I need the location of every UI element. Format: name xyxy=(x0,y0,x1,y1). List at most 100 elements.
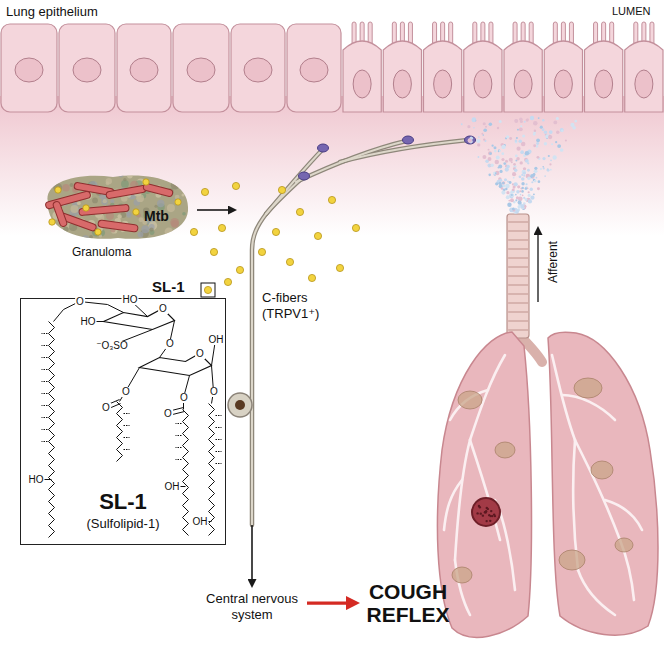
sulfolipid-molecule xyxy=(143,179,149,185)
cough-droplet xyxy=(522,194,524,196)
cough-droplet xyxy=(522,170,526,174)
sulfolipid-molecule xyxy=(286,258,293,265)
bronchial-tree xyxy=(605,500,642,530)
cough-droplet xyxy=(548,135,552,139)
cough-droplet xyxy=(540,126,543,129)
cough-droplet xyxy=(525,186,528,189)
tracheal-ring xyxy=(508,302,528,303)
cough-droplet xyxy=(574,120,577,123)
lipid-chain xyxy=(183,410,189,536)
methyl-branch xyxy=(42,345,48,346)
molecule-label: SL-1 xyxy=(152,279,185,296)
cough-droplet xyxy=(520,125,522,127)
sulfolipid-molecule xyxy=(336,264,343,271)
node-subtitle: (Sulfolipid-1) xyxy=(87,516,160,532)
granuloma-texture xyxy=(165,227,174,236)
granuloma-texture xyxy=(189,216,192,219)
granuloma-texture xyxy=(126,211,130,215)
cough-droplet xyxy=(540,168,542,170)
lung-lesion xyxy=(574,378,602,398)
lung-lobe xyxy=(437,332,531,637)
cough-droplet xyxy=(520,150,524,154)
cough-droplet xyxy=(533,121,538,126)
cough-droplet xyxy=(533,133,536,136)
cough-droplet xyxy=(506,191,509,194)
bronchial-tree xyxy=(450,390,488,420)
cough-droplet xyxy=(512,172,516,176)
cough-droplet xyxy=(517,209,519,211)
cough-droplet xyxy=(533,144,536,147)
structure-inset: SL-1 (Sulfolipid-1) xyxy=(20,298,226,545)
cough-droplet xyxy=(502,181,506,185)
cough-droplet xyxy=(518,139,522,143)
lungs xyxy=(437,214,658,637)
cough-droplet xyxy=(508,200,510,202)
nerve-fiber xyxy=(266,150,322,214)
cough-droplet xyxy=(522,187,524,189)
cough-droplet xyxy=(505,160,508,163)
granuloma-texture xyxy=(118,172,123,177)
cough-droplet xyxy=(510,191,513,194)
methyl-branch xyxy=(124,437,130,438)
cough-droplet xyxy=(503,162,506,165)
cough-droplet xyxy=(510,198,514,202)
cough-droplet xyxy=(516,196,519,199)
lung-lesion xyxy=(452,567,472,583)
atom-label: O xyxy=(165,339,175,349)
chemical-bond xyxy=(160,321,175,358)
node-title: COUGH REFLEX xyxy=(360,580,456,626)
cough-droplet xyxy=(534,167,537,170)
cough-droplet xyxy=(488,149,490,151)
cough-droplet xyxy=(517,208,520,211)
mtb-bacillus xyxy=(98,220,139,232)
granuloma-texture xyxy=(166,176,170,180)
cough-droplet xyxy=(531,181,533,183)
cough-droplet xyxy=(543,167,545,169)
granuloma-speckle xyxy=(494,515,496,517)
tracheal-ring xyxy=(508,239,528,240)
cough-droplet xyxy=(497,127,499,129)
cough-droplet xyxy=(482,155,486,159)
atom-label: OH xyxy=(164,482,181,492)
node-title: SL-1 xyxy=(99,489,147,514)
cell-nucleus xyxy=(15,58,43,82)
cell-nucleus xyxy=(187,58,215,82)
cough-droplet xyxy=(553,121,557,125)
granuloma-texture xyxy=(89,235,93,239)
cough-droplet xyxy=(519,127,523,131)
cough-droplet xyxy=(496,155,500,159)
cough-droplet xyxy=(533,193,535,195)
cough-droplet xyxy=(511,194,514,197)
cough-droplet xyxy=(499,170,502,173)
epithelial-cell xyxy=(504,41,542,112)
cough-droplet xyxy=(512,208,515,211)
granuloma-texture xyxy=(77,201,81,205)
cough-droplet xyxy=(513,163,516,166)
cough-droplet xyxy=(515,139,518,142)
cough-droplet xyxy=(525,159,529,163)
trachea xyxy=(507,214,529,338)
cough-droplet xyxy=(542,166,544,168)
granuloma-outline xyxy=(48,176,189,239)
cough-droplet xyxy=(517,205,521,209)
cough-droplet xyxy=(501,187,503,189)
methyl-branch xyxy=(42,381,48,382)
atom-label: O xyxy=(158,304,168,314)
methyl-branch xyxy=(42,417,48,418)
lung-lobe xyxy=(548,332,658,635)
granuloma-speckle xyxy=(485,520,487,522)
cough-droplet xyxy=(514,168,518,171)
cough-droplet xyxy=(530,188,533,191)
cough-droplet xyxy=(542,119,544,121)
cough-droplet xyxy=(505,184,509,188)
cough-droplet xyxy=(472,118,476,122)
methyl-branch xyxy=(42,405,48,406)
cough-droplet xyxy=(520,161,523,164)
cough-droplet xyxy=(481,133,483,135)
bronchial-tree xyxy=(562,395,615,420)
cough-droplet xyxy=(565,139,567,141)
cough-droplet xyxy=(515,210,518,213)
mtb-bacillus xyxy=(79,204,129,215)
tracheal-ring xyxy=(508,257,528,258)
